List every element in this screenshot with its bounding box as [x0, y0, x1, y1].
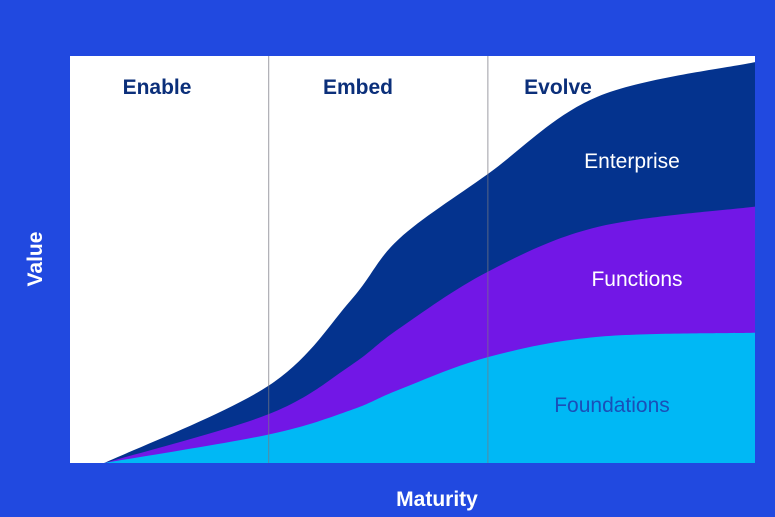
series-label-functions: Functions	[591, 268, 682, 291]
phase-label-embed: Embed	[323, 76, 393, 99]
x-axis-label: Maturity	[396, 488, 478, 511]
series-label-foundations: Foundations	[554, 394, 670, 417]
y-axis-label: Value	[24, 232, 47, 287]
series-label-enterprise: Enterprise	[584, 150, 680, 173]
phase-label-evolve: Evolve	[524, 76, 592, 99]
phase-label-enable: Enable	[123, 76, 192, 99]
area-foundations	[104, 332, 755, 463]
